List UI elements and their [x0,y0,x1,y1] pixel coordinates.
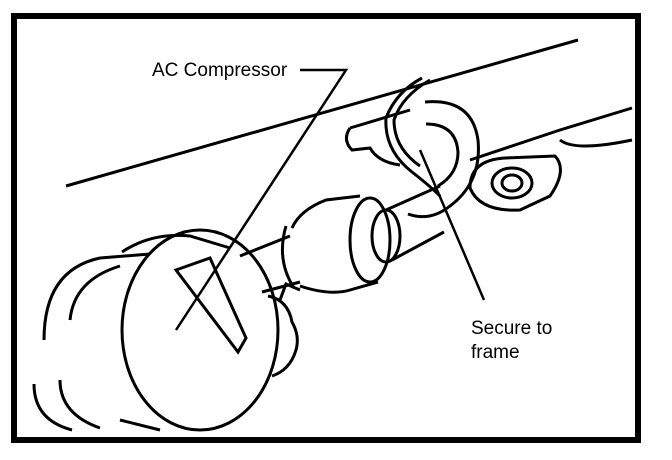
leader-lines [174,68,486,331]
leader-secure [418,149,486,301]
retaining-clip [384,76,480,219]
diagram-border [11,13,641,443]
frame-rail-lower [345,106,633,167]
label-secure-to: Secure to [471,318,553,339]
mounting-bracket [468,154,562,212]
label-ac-compressor: AC Compressor [152,60,288,81]
label-frame: frame [471,342,520,363]
hose-fitting [239,184,445,294]
frame-rail-upper [65,38,579,188]
compressor-body [32,228,301,432]
leader-compressor [174,68,349,331]
